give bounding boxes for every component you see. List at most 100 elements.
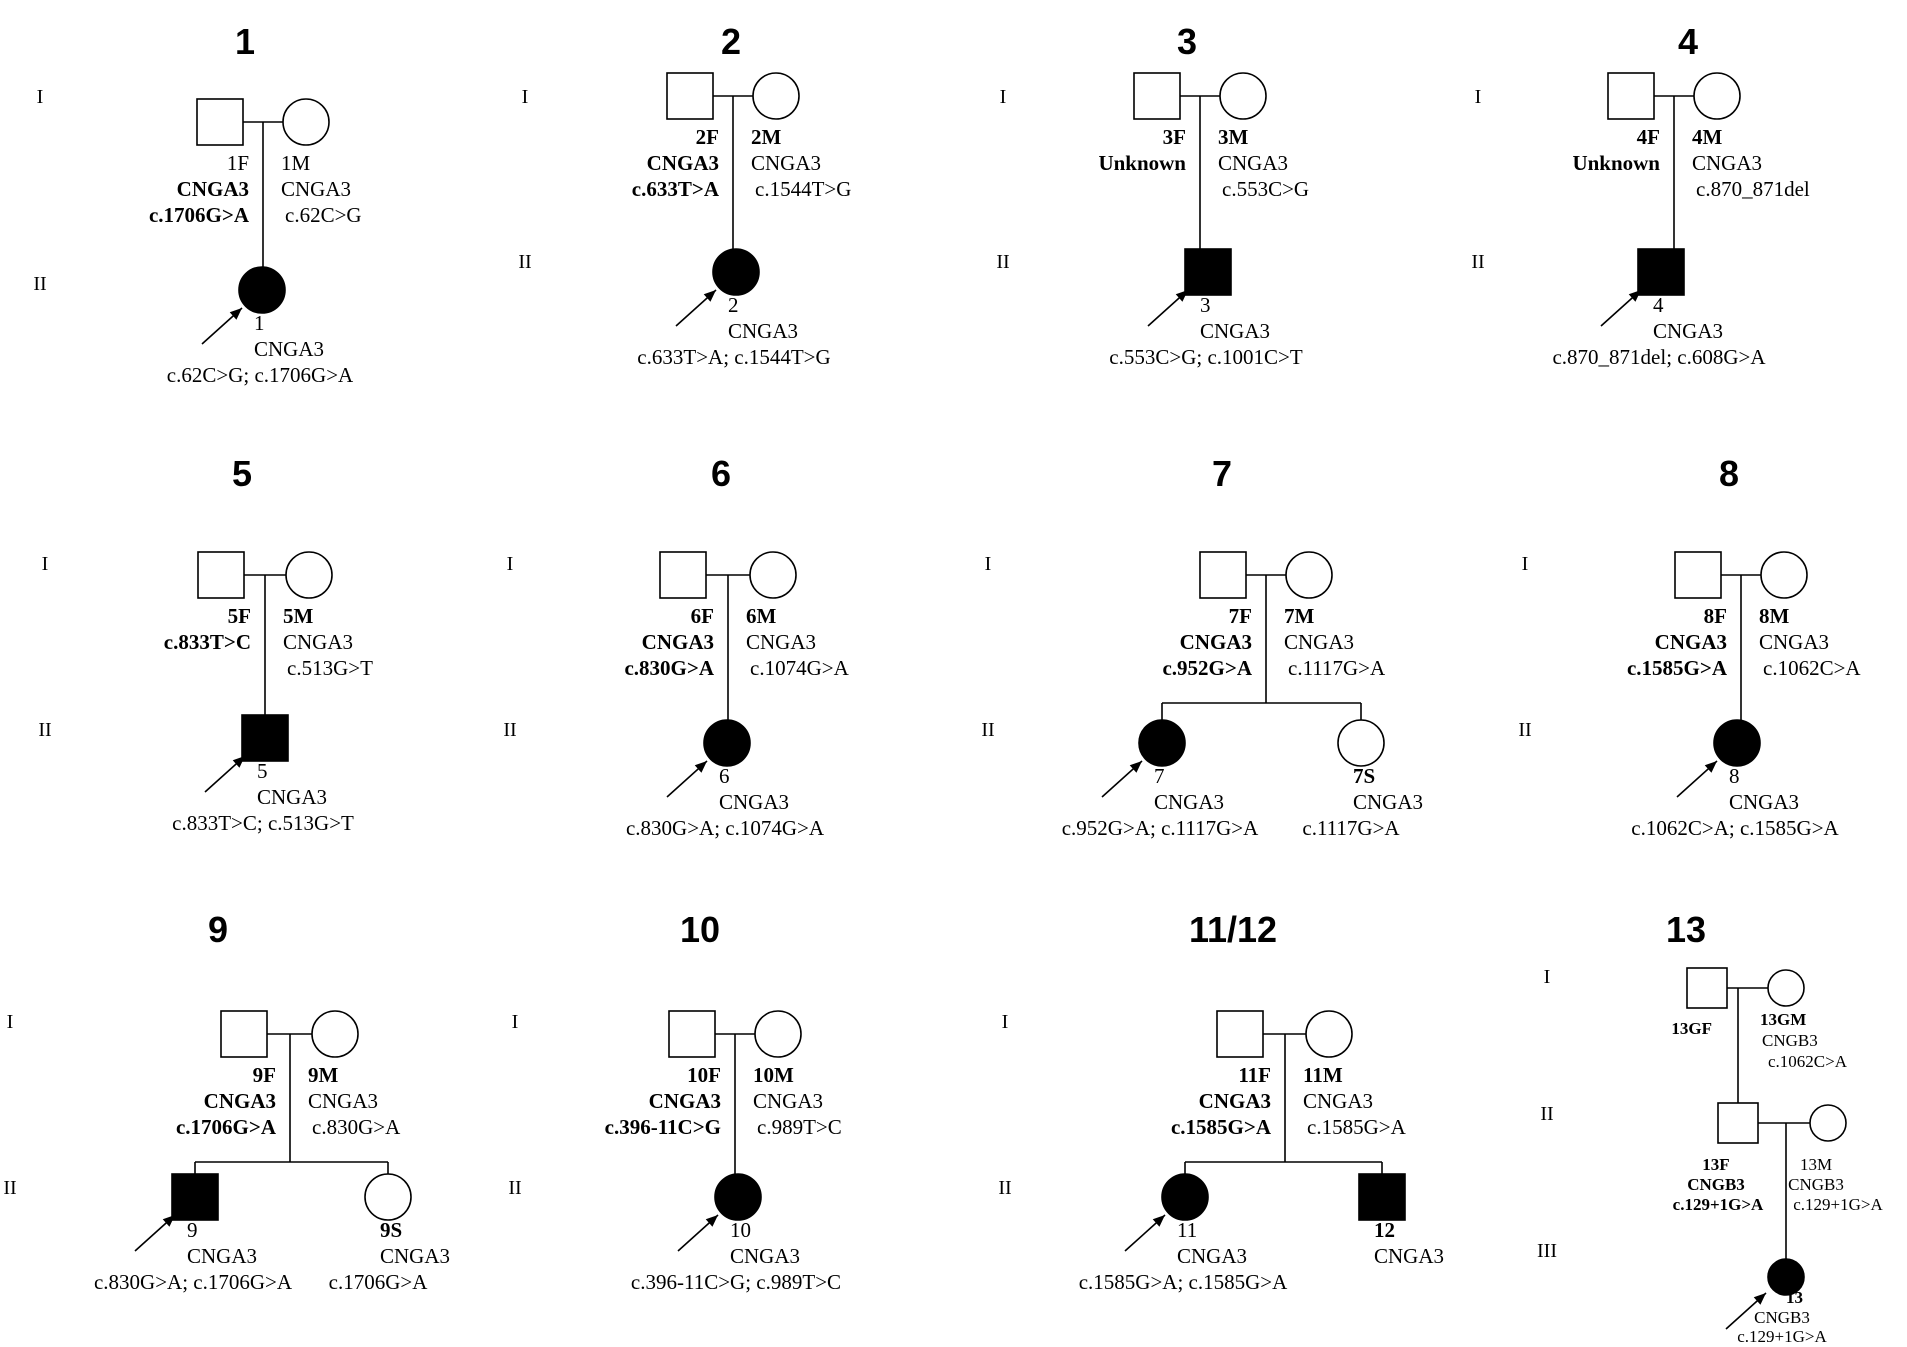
child-variant-label: c.952G>A; c.1117G>A: [1062, 816, 1259, 840]
child-gene-label: CNGA3: [1353, 790, 1423, 814]
generation-label: I: [512, 1011, 519, 1033]
child-gene-label: CNGA3: [1154, 790, 1224, 814]
father-symbol: [1674, 551, 1722, 599]
mother-symbol: [1305, 1010, 1353, 1058]
child-symbol-female: [712, 248, 760, 296]
father-gene-label: Unknown: [1572, 151, 1660, 175]
proband-arrow-head: [705, 1215, 718, 1227]
proband-arrow-head: [232, 756, 245, 768]
child-symbol-male: [1358, 1173, 1406, 1221]
child-id-label: 5: [257, 759, 268, 783]
father-id-label: 3F: [1163, 125, 1186, 149]
pedigree-title: 1: [235, 21, 255, 62]
father-symbol: [1216, 1010, 1264, 1058]
mother-variant-label: c.1544T>G: [755, 177, 851, 201]
child-id-label: 1: [254, 311, 265, 335]
pedigree-10: 10III10FCNGA3c.396-11C>G10MCNGA3c.989T>C…: [508, 909, 841, 1294]
mother-variant-label: c.553C>G: [1222, 177, 1309, 201]
pedigree-title: 3: [1177, 21, 1197, 62]
father-id-label: 6F: [691, 604, 714, 628]
child-gene-label: CNGB3: [1754, 1308, 1810, 1327]
father-variant-label: c.633T>A: [632, 177, 720, 201]
mother-id-label: 5M: [283, 604, 314, 628]
mother-variant-label: c.830G>A: [312, 1115, 401, 1139]
generation-label: I: [1002, 1011, 1009, 1033]
proband-arrow-head: [1129, 761, 1142, 773]
child-symbol-female: [1767, 1258, 1805, 1296]
father-variant-label: c.396-11C>G: [605, 1115, 721, 1139]
child-variant-label: c.396-11C>G; c.989T>C: [631, 1270, 841, 1294]
child-id-label: 10: [730, 1218, 751, 1242]
pedigree-title: 8: [1719, 453, 1739, 494]
generation-label: II: [981, 719, 994, 741]
grandmother-symbol: [1767, 969, 1805, 1007]
mother-symbol: [1760, 551, 1808, 599]
child-variant-label: c.870_871del; c.608G>A: [1552, 345, 1766, 369]
pedigree-8: 8III8FCNGA3c.1585G>A8MCNGA3c.1062C>A8CNG…: [1518, 453, 1861, 840]
father-id-label: 9F: [253, 1063, 276, 1087]
mother-gene-label: CNGA3: [746, 630, 816, 654]
generation-label: III: [1537, 1240, 1557, 1262]
father-variant-label: c.830G>A: [624, 656, 714, 680]
mother-id-label: 11M: [1303, 1063, 1343, 1087]
generation-label: II: [38, 719, 51, 741]
generation-label: I: [42, 553, 49, 575]
generation-label: I: [522, 86, 529, 108]
proband-arrow-head: [1753, 1293, 1766, 1305]
mother-symbol: [749, 551, 797, 599]
child-variant-label: c.1117G>A: [1302, 816, 1400, 840]
father-gene-label: CNGA3: [1180, 630, 1252, 654]
child-variant-label: c.1585G>A; c.1585G>A: [1079, 1270, 1288, 1294]
child-gene-label: CNGA3: [719, 790, 789, 814]
child-id-label: 4: [1653, 293, 1664, 317]
mother-symbol: [752, 72, 800, 120]
grandmother-variant-label: c.1062C>A: [1768, 1052, 1848, 1071]
child-gene-label: CNGA3: [380, 1244, 450, 1268]
child-id-label: 9S: [380, 1218, 402, 1242]
father-id-label: 4F: [1637, 125, 1660, 149]
mother-id-label: 6M: [746, 604, 777, 628]
mother-id-label: 7M: [1284, 604, 1315, 628]
pedigree-title: 7: [1212, 453, 1232, 494]
child-id-label: 8: [1729, 764, 1740, 788]
mother-gene-label: CNGA3: [1303, 1089, 1373, 1113]
child-variant-label: c.1062C>A; c.1585G>A: [1631, 816, 1839, 840]
generation-label: I: [7, 1011, 14, 1033]
father-gene-label: CNGA3: [1655, 630, 1727, 654]
child-symbol-female: [703, 719, 751, 767]
father-id-label: 5F: [228, 604, 251, 628]
child-id-label: 3: [1200, 293, 1211, 317]
pedigree-2: 2III2FCNGA3c.633T>A2MCNGA3c.1544T>G2CNGA…: [518, 21, 851, 369]
generation-label: I: [37, 86, 44, 108]
father-variant-label: c.1706G>A: [149, 203, 250, 227]
father-symbol: [1717, 1102, 1759, 1144]
father-id-label: 11F: [1238, 1063, 1271, 1087]
generation-label: I: [985, 553, 992, 575]
father-symbol: [1133, 72, 1181, 120]
child-variant-label: c.633T>A; c.1544T>G: [637, 345, 830, 369]
pedigree-title: 10: [680, 909, 720, 950]
father-symbol: [1199, 551, 1247, 599]
child-symbol-male: [241, 714, 289, 762]
pedigree-title: 2: [721, 21, 741, 62]
proband-arrow-head: [162, 1215, 175, 1227]
mother-variant-label: c.989T>C: [757, 1115, 842, 1139]
mother-symbol: [282, 98, 330, 146]
father-gene-label: CNGA3: [647, 151, 719, 175]
father-variant-label: c.1706G>A: [176, 1115, 277, 1139]
mother-id-label: 13M: [1800, 1155, 1832, 1174]
generation-label: I: [1000, 86, 1007, 108]
generation-label: II: [1540, 1103, 1553, 1125]
child-symbol-female: [1713, 719, 1761, 767]
child-variant-label: c.129+1G>A: [1737, 1327, 1827, 1346]
child-gene-label: CNGA3: [730, 1244, 800, 1268]
father-symbol: [197, 551, 245, 599]
mother-variant-label: c.870_871del: [1696, 177, 1810, 201]
pedigree-4: 4III4FUnknown4MCNGA3c.870_871del4CNGA3c.…: [1471, 21, 1810, 369]
pedigree-6: 6III6FCNGA3c.830G>A6MCNGA3c.1074G>A6CNGA…: [503, 453, 849, 840]
mother-gene-label: CNGA3: [753, 1089, 823, 1113]
pedigree-title: 9: [208, 909, 228, 950]
child-variant-label: c.1706G>A: [329, 1270, 429, 1294]
